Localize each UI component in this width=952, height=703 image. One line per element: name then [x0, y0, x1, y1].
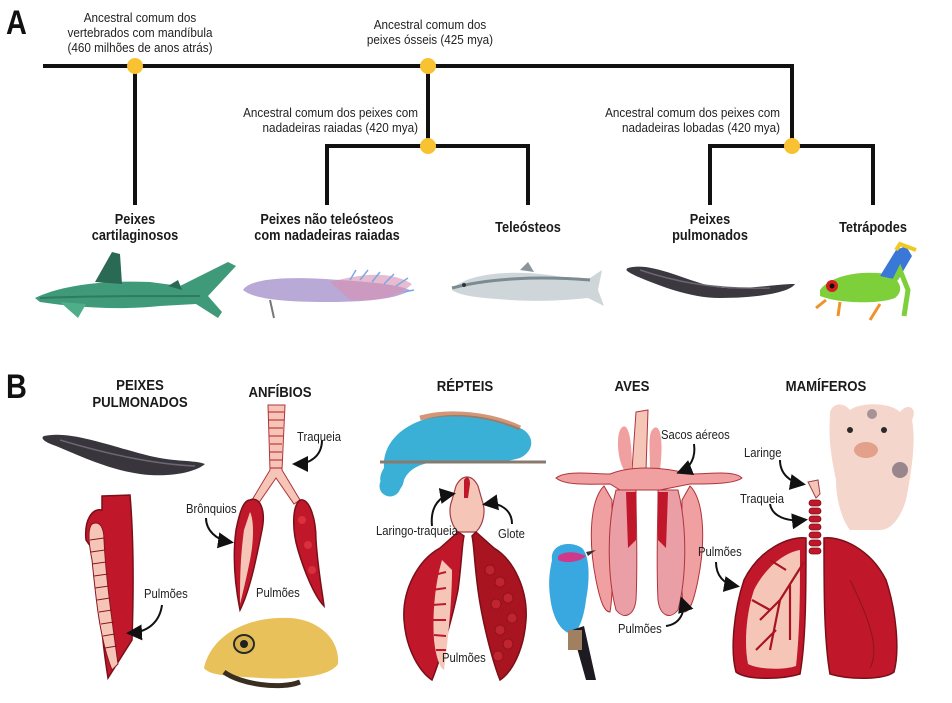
taxon-label-line: cartilaginosos: [91, 228, 179, 244]
chameleon-image: [379, 411, 546, 497]
ancestor-label-lobe-finned: Ancestral comum dos peixes com nadadeira…: [555, 105, 780, 135]
ancestor-label-ray-finned: Ancestral comum dos peixes com nadadeira…: [195, 105, 418, 135]
lungfish-image-b: [42, 434, 205, 476]
taxon-label-tetrapods: Tetrápodes: [825, 220, 922, 236]
label-larynx: Laringe: [744, 446, 782, 460]
label-reptile-lungs: Pulmões: [442, 651, 486, 665]
label-laryngotrachea: Laringo-traqueia: [376, 524, 458, 538]
label-amphibian-trachea: Traqueia: [297, 430, 341, 444]
group-title-reptiles: RÉPTEIS: [436, 378, 494, 395]
label-glottis: Glote: [498, 527, 525, 541]
label-bird-lungs: Pulmões: [618, 622, 662, 636]
mammal-lung-diagram: [732, 479, 898, 680]
taxon-label-line: Tetrápodes: [839, 220, 907, 236]
ancestor-label-bony-fish: Ancestral comum dos peixes ósseis (425 m…: [340, 17, 520, 47]
group-title-lungfish: PEIXES PULMONADOS: [87, 377, 193, 411]
group-title-line: PEIXES: [116, 377, 164, 394]
taxon-label-lungfish: Peixes pulmonados: [666, 212, 754, 244]
label-amphibian-lungs: Pulmões: [256, 586, 300, 600]
arrow-mammal-trachea: [769, 503, 808, 530]
ancestor-label-line: Ancestral comum dos: [373, 17, 487, 32]
arrow-bird-lungs: [665, 596, 694, 627]
yellow-frog-image: [204, 617, 339, 689]
arrow-laryngotrachea: [430, 488, 456, 527]
taxon-label-line: Peixes: [689, 212, 731, 228]
taxon-label-line: Peixes: [114, 212, 156, 228]
ancestor-label-line: Ancestral comum dos: [83, 10, 197, 25]
group-title-mammals: MAMÍFEROS: [785, 378, 867, 395]
label-mammal-trachea: Traqueia: [740, 492, 784, 506]
panel-b-label: B: [6, 368, 27, 406]
ancestor-label-line: Ancestral comum dos peixes com: [605, 105, 780, 120]
node-bony-fish: [420, 58, 436, 74]
group-title-amphibians: ANFÍBIOS: [248, 384, 312, 401]
arrow-glottis: [482, 494, 513, 525]
lungfish-lung-diagram: [84, 494, 134, 681]
node-jawed-vertebrates: [127, 58, 143, 74]
taxon-label-cartilaginous: Peixes cartilaginosos: [91, 212, 179, 244]
arrow-mammal-lungs: [715, 561, 740, 592]
node-lobe-finned: [784, 138, 800, 154]
shark-image: [35, 252, 236, 318]
tree-frog-image: [815, 241, 917, 321]
group-title-birds: AVES: [614, 378, 650, 395]
ancestor-label-line: vertebrados com mandíbula: [67, 25, 213, 40]
label-lungfish-lungs: Pulmões: [144, 587, 188, 601]
bichir-fish-image: [243, 269, 415, 319]
taxon-label-line: pulmonados: [672, 228, 748, 244]
taxon-label-line: Teleósteos: [495, 220, 561, 236]
reptile-lung-diagram: [403, 476, 527, 682]
salmon-image: [451, 262, 604, 306]
taxon-label-teleosts: Teleósteos: [475, 220, 581, 236]
taxon-label-line: Peixes não teleósteos: [260, 212, 394, 228]
node-ray-finned: [420, 138, 436, 154]
panel-a-label: A: [6, 4, 27, 42]
arrow-larynx: [779, 459, 806, 490]
label-amphibian-bronchi: Brônquios: [186, 502, 237, 516]
blue-bird-image: [549, 544, 596, 680]
ancestor-label-line: nadadeiras raiadas (420 mya): [262, 120, 418, 135]
ancestor-label-line: (460 milhões de anos atrás): [67, 40, 213, 55]
ancestor-label-line: Ancestral comum dos peixes com: [243, 105, 418, 120]
arrow-lungfish-lungs: [126, 604, 163, 641]
label-mammal-lungs: Pulmões: [698, 545, 742, 559]
taxon-label-line: com nadadeiras raiadas: [254, 228, 400, 244]
ancestor-label-line: nadadeiras lobadas (420 mya): [621, 120, 780, 135]
label-air-sacs: Sacos aéreos: [661, 428, 730, 442]
group-title-line: PULMONADOS: [92, 394, 188, 411]
piglet-image: [829, 404, 914, 530]
ancestor-label-jawed-vertebrates: Ancestral comum dos vertebrados com mand…: [50, 10, 230, 55]
lungfish-image: [626, 266, 795, 298]
tree-branch-main: [43, 64, 794, 146]
bird-lung-diagram: [555, 409, 743, 616]
amphibian-lung-diagram: [233, 404, 326, 613]
arrow-trachea: [292, 439, 323, 472]
ancestor-label-line: peixes ósseis (425 mya): [366, 32, 494, 47]
arrow-bronchi: [205, 517, 234, 549]
taxon-label-non-teleost: Peixes não teleósteos com nadadeiras rai…: [248, 212, 406, 244]
arrow-air-sacs: [676, 443, 696, 475]
